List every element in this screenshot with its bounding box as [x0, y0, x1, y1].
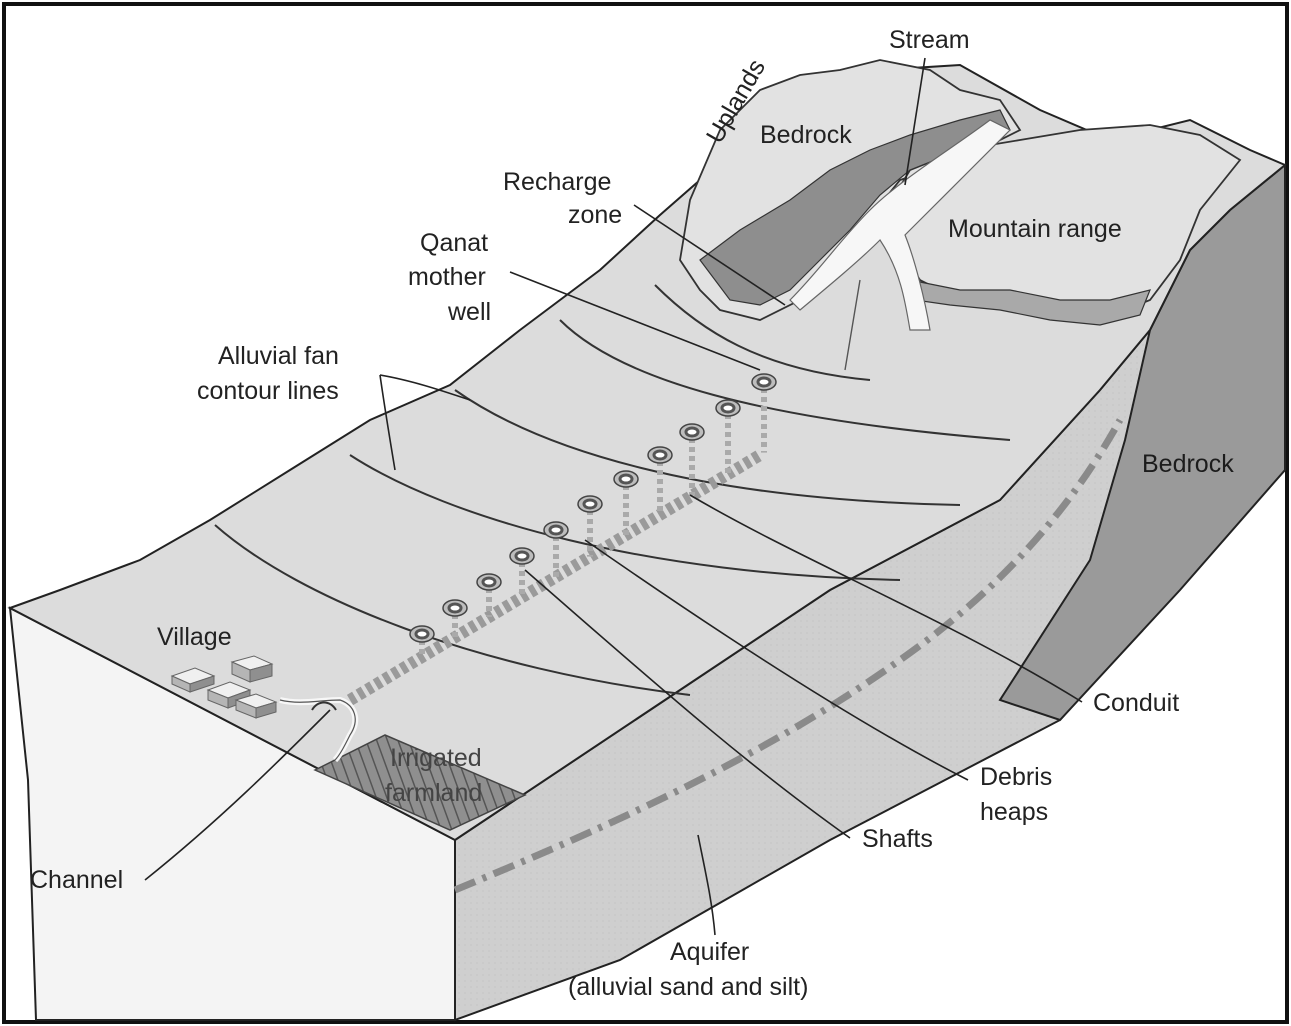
label-recharge-zone-2: zone — [568, 201, 622, 229]
well-shaft-icon — [416, 630, 428, 638]
well-shaft-icon — [449, 604, 461, 612]
label-village: Village — [157, 623, 232, 651]
label-alluvial-2: contour lines — [197, 377, 339, 405]
well-shaft-icon — [654, 451, 666, 459]
well-shaft-icon — [620, 475, 632, 483]
well-shaft-icon — [516, 552, 528, 560]
well-shaft-icon — [483, 578, 495, 586]
label-irrigated-1: Irrigated — [390, 744, 482, 772]
label-alluvial-1: Alluvial fan — [218, 342, 339, 370]
well-shaft-icon — [758, 378, 770, 386]
well-shaft-icon — [584, 500, 596, 508]
label-bedrock-side: Bedrock — [1142, 450, 1234, 478]
label-bedrock-top: Bedrock — [760, 121, 852, 149]
well-shaft-icon — [686, 428, 698, 436]
label-shafts: Shafts — [862, 825, 933, 853]
label-aquifer-2: (alluvial sand and silt) — [568, 973, 808, 1001]
label-debris-1: Debris — [980, 763, 1052, 791]
label-qanat-1: Qanat — [420, 229, 488, 257]
label-mountain-range: Mountain range — [948, 215, 1122, 243]
label-conduit: Conduit — [1093, 689, 1179, 717]
label-channel: Channel — [30, 866, 123, 894]
label-stream: Stream — [889, 26, 970, 54]
label-qanat-2: mother — [408, 263, 486, 291]
label-aquifer-1: Aquifer — [670, 938, 749, 966]
well-shaft-icon — [550, 526, 562, 534]
label-debris-2: heaps — [980, 798, 1048, 826]
label-qanat-3: well — [447, 298, 491, 326]
label-irrigated-2: farmland — [385, 779, 482, 807]
label-recharge-zone-1: Recharge — [503, 168, 611, 196]
well-shaft-icon — [722, 404, 734, 412]
